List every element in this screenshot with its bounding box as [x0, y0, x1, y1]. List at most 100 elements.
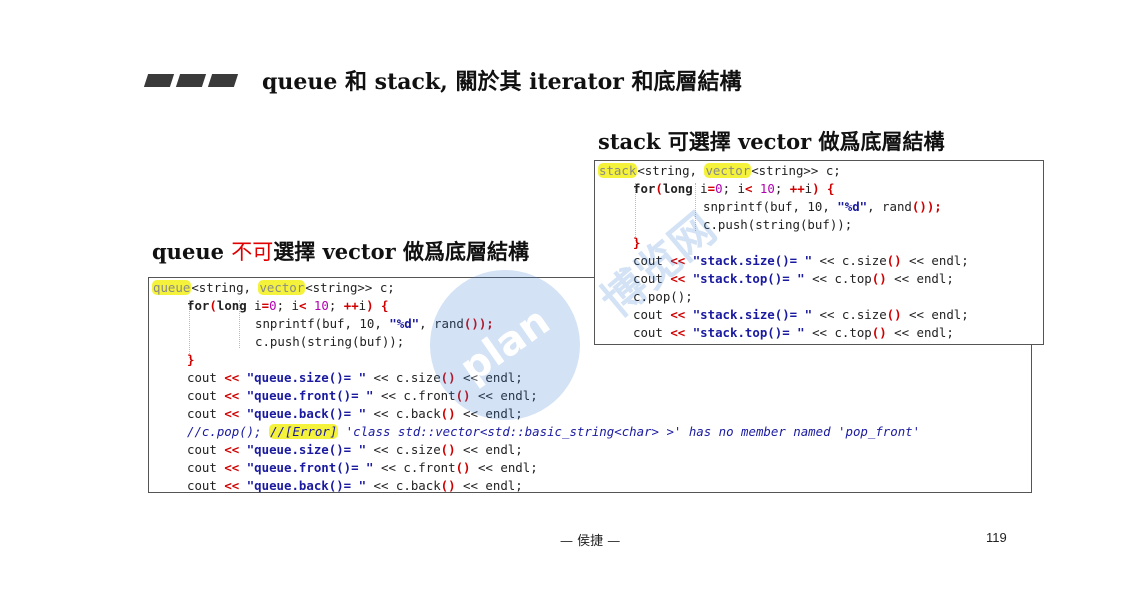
code-line: cout << "queue.back()= " << c.back() << …: [149, 477, 1031, 493]
string-literal: "stack.size()= ": [685, 253, 820, 268]
operator: <<: [224, 388, 240, 403]
operator: <: [298, 298, 307, 313]
page-number: 119: [986, 530, 1007, 545]
string-literal: "queue.size()= ": [239, 370, 374, 385]
operator: (): [886, 307, 902, 322]
operator: {: [373, 298, 389, 313]
number: 10: [306, 298, 329, 313]
indent-guide: [635, 183, 636, 241]
operator: (): [440, 370, 456, 385]
string-literal: "%d": [837, 199, 868, 214]
operator: );: [478, 316, 494, 331]
code-text: << c.top: [812, 325, 872, 340]
code-line: cout << "stack.top()= " << c.top() << en…: [595, 324, 1043, 342]
operator: <<: [224, 370, 240, 385]
code-text: <string>> c;: [751, 163, 841, 178]
code-text: << c.front: [380, 460, 456, 475]
code-line: for(long i=0; i< 10; ++i) {: [595, 180, 1043, 198]
keyword: long: [216, 298, 247, 313]
operator: <<: [224, 406, 240, 421]
code-text: c.push(string(buf));: [703, 217, 853, 232]
code-line: cout << "stack.size()= " << c.size() << …: [595, 252, 1043, 270]
slide-header: queue 和 stack, 關於其 iterator 和底層結構: [143, 60, 742, 100]
footer-author: — 侯捷 —: [560, 534, 621, 549]
code-text: ;: [774, 181, 790, 196]
string-literal: "queue.size()= ": [239, 442, 374, 457]
code-text: ;: [328, 298, 344, 313]
code-line: snprintf(buf, 10, "%d", rand());: [149, 315, 1031, 333]
code-text: snprintf(buf, 10,: [255, 316, 390, 331]
operator: ): [812, 181, 820, 196]
operator: ++: [343, 298, 359, 313]
code-text: << endl;: [470, 388, 538, 403]
code-line: for(long i=0; i< 10; ++i) {: [149, 297, 1031, 315]
code-text: << endl;: [886, 271, 954, 286]
operator: <<: [224, 478, 240, 493]
code-line: stack<string, vector<string>> c;: [595, 162, 1043, 180]
operator: <<: [224, 442, 240, 457]
highlight-error: //[Error]: [269, 424, 339, 439]
indent-guide: [695, 183, 696, 231]
operator: (: [209, 298, 217, 313]
stack-code-block: stack<string, vector<string>> c; for(lon…: [594, 160, 1044, 345]
string-literal: "stack.top()= ": [685, 325, 813, 340]
string-literal: "stack.size()= ": [685, 307, 820, 322]
code-text: , rand: [867, 199, 912, 214]
string-literal: "stack.top()= ": [685, 271, 813, 286]
operator: (): [463, 316, 479, 331]
operator: <<: [670, 325, 686, 340]
operator: (): [871, 271, 887, 286]
operator: (): [440, 442, 456, 457]
code-text: cout: [187, 370, 225, 385]
code-text: << c.top: [812, 271, 872, 286]
code-line: c.push(string(buf));: [149, 333, 1031, 351]
code-line: cout << "queue.size()= " << c.size() << …: [149, 369, 1031, 387]
code-line: }: [149, 351, 1031, 369]
operator: <<: [224, 460, 240, 475]
code-text: i: [804, 181, 813, 196]
decoration-bar: [175, 73, 207, 87]
code-text: << endl;: [455, 442, 523, 457]
operator: (): [440, 478, 456, 493]
code-text: i: [358, 298, 367, 313]
queue-subtitle-pre: queue: [152, 239, 232, 264]
code-text: i: [246, 298, 262, 313]
operator: =: [261, 298, 270, 313]
queue-subtitle-emphasis: 不可: [231, 240, 274, 264]
operator: =: [707, 181, 716, 196]
highlight-vector: vector: [258, 280, 306, 295]
operator: (): [440, 406, 456, 421]
operator: (): [455, 388, 471, 403]
code-text: i: [692, 181, 708, 196]
code-text: cout: [633, 325, 671, 340]
code-text: cout: [187, 460, 225, 475]
keyword: long: [662, 181, 693, 196]
number: 10: [752, 181, 775, 196]
code-text: <string,: [637, 163, 705, 178]
keyword: for: [633, 181, 656, 196]
operator: <: [744, 181, 753, 196]
code-line: cout << "stack.size()= " << c.size() << …: [595, 306, 1043, 324]
code-line: cout << "queue.front()= " << c.front() <…: [149, 459, 1031, 477]
code-text: << endl;: [455, 406, 523, 421]
number: 0: [269, 298, 277, 313]
code-text: << endl;: [470, 460, 538, 475]
operator: );: [926, 199, 942, 214]
code-line: snprintf(buf, 10, "%d", rand());: [595, 198, 1043, 216]
queue-subtitle-post: 選擇 vector 做爲底層結構: [273, 239, 530, 264]
code-text: cout: [633, 271, 671, 286]
code-text: <string>> c;: [305, 280, 395, 295]
error-message: 'class std::vector<std::basic_string<cha…: [338, 424, 921, 439]
code-text: << c.size: [373, 370, 441, 385]
operator: (): [455, 460, 471, 475]
string-literal: "queue.front()= ": [239, 388, 381, 403]
code-line: cout << "stack.top()= " << c.top() << en…: [595, 270, 1043, 288]
operator: ): [366, 298, 374, 313]
string-literal: "queue.back()= ": [239, 406, 374, 421]
code-text: cout: [633, 307, 671, 322]
code-text: << endl;: [886, 325, 954, 340]
comment: //c.pop();: [187, 424, 262, 439]
code-text: c.pop();: [633, 289, 693, 304]
operator: <<: [670, 253, 686, 268]
code-line: }: [595, 234, 1043, 252]
